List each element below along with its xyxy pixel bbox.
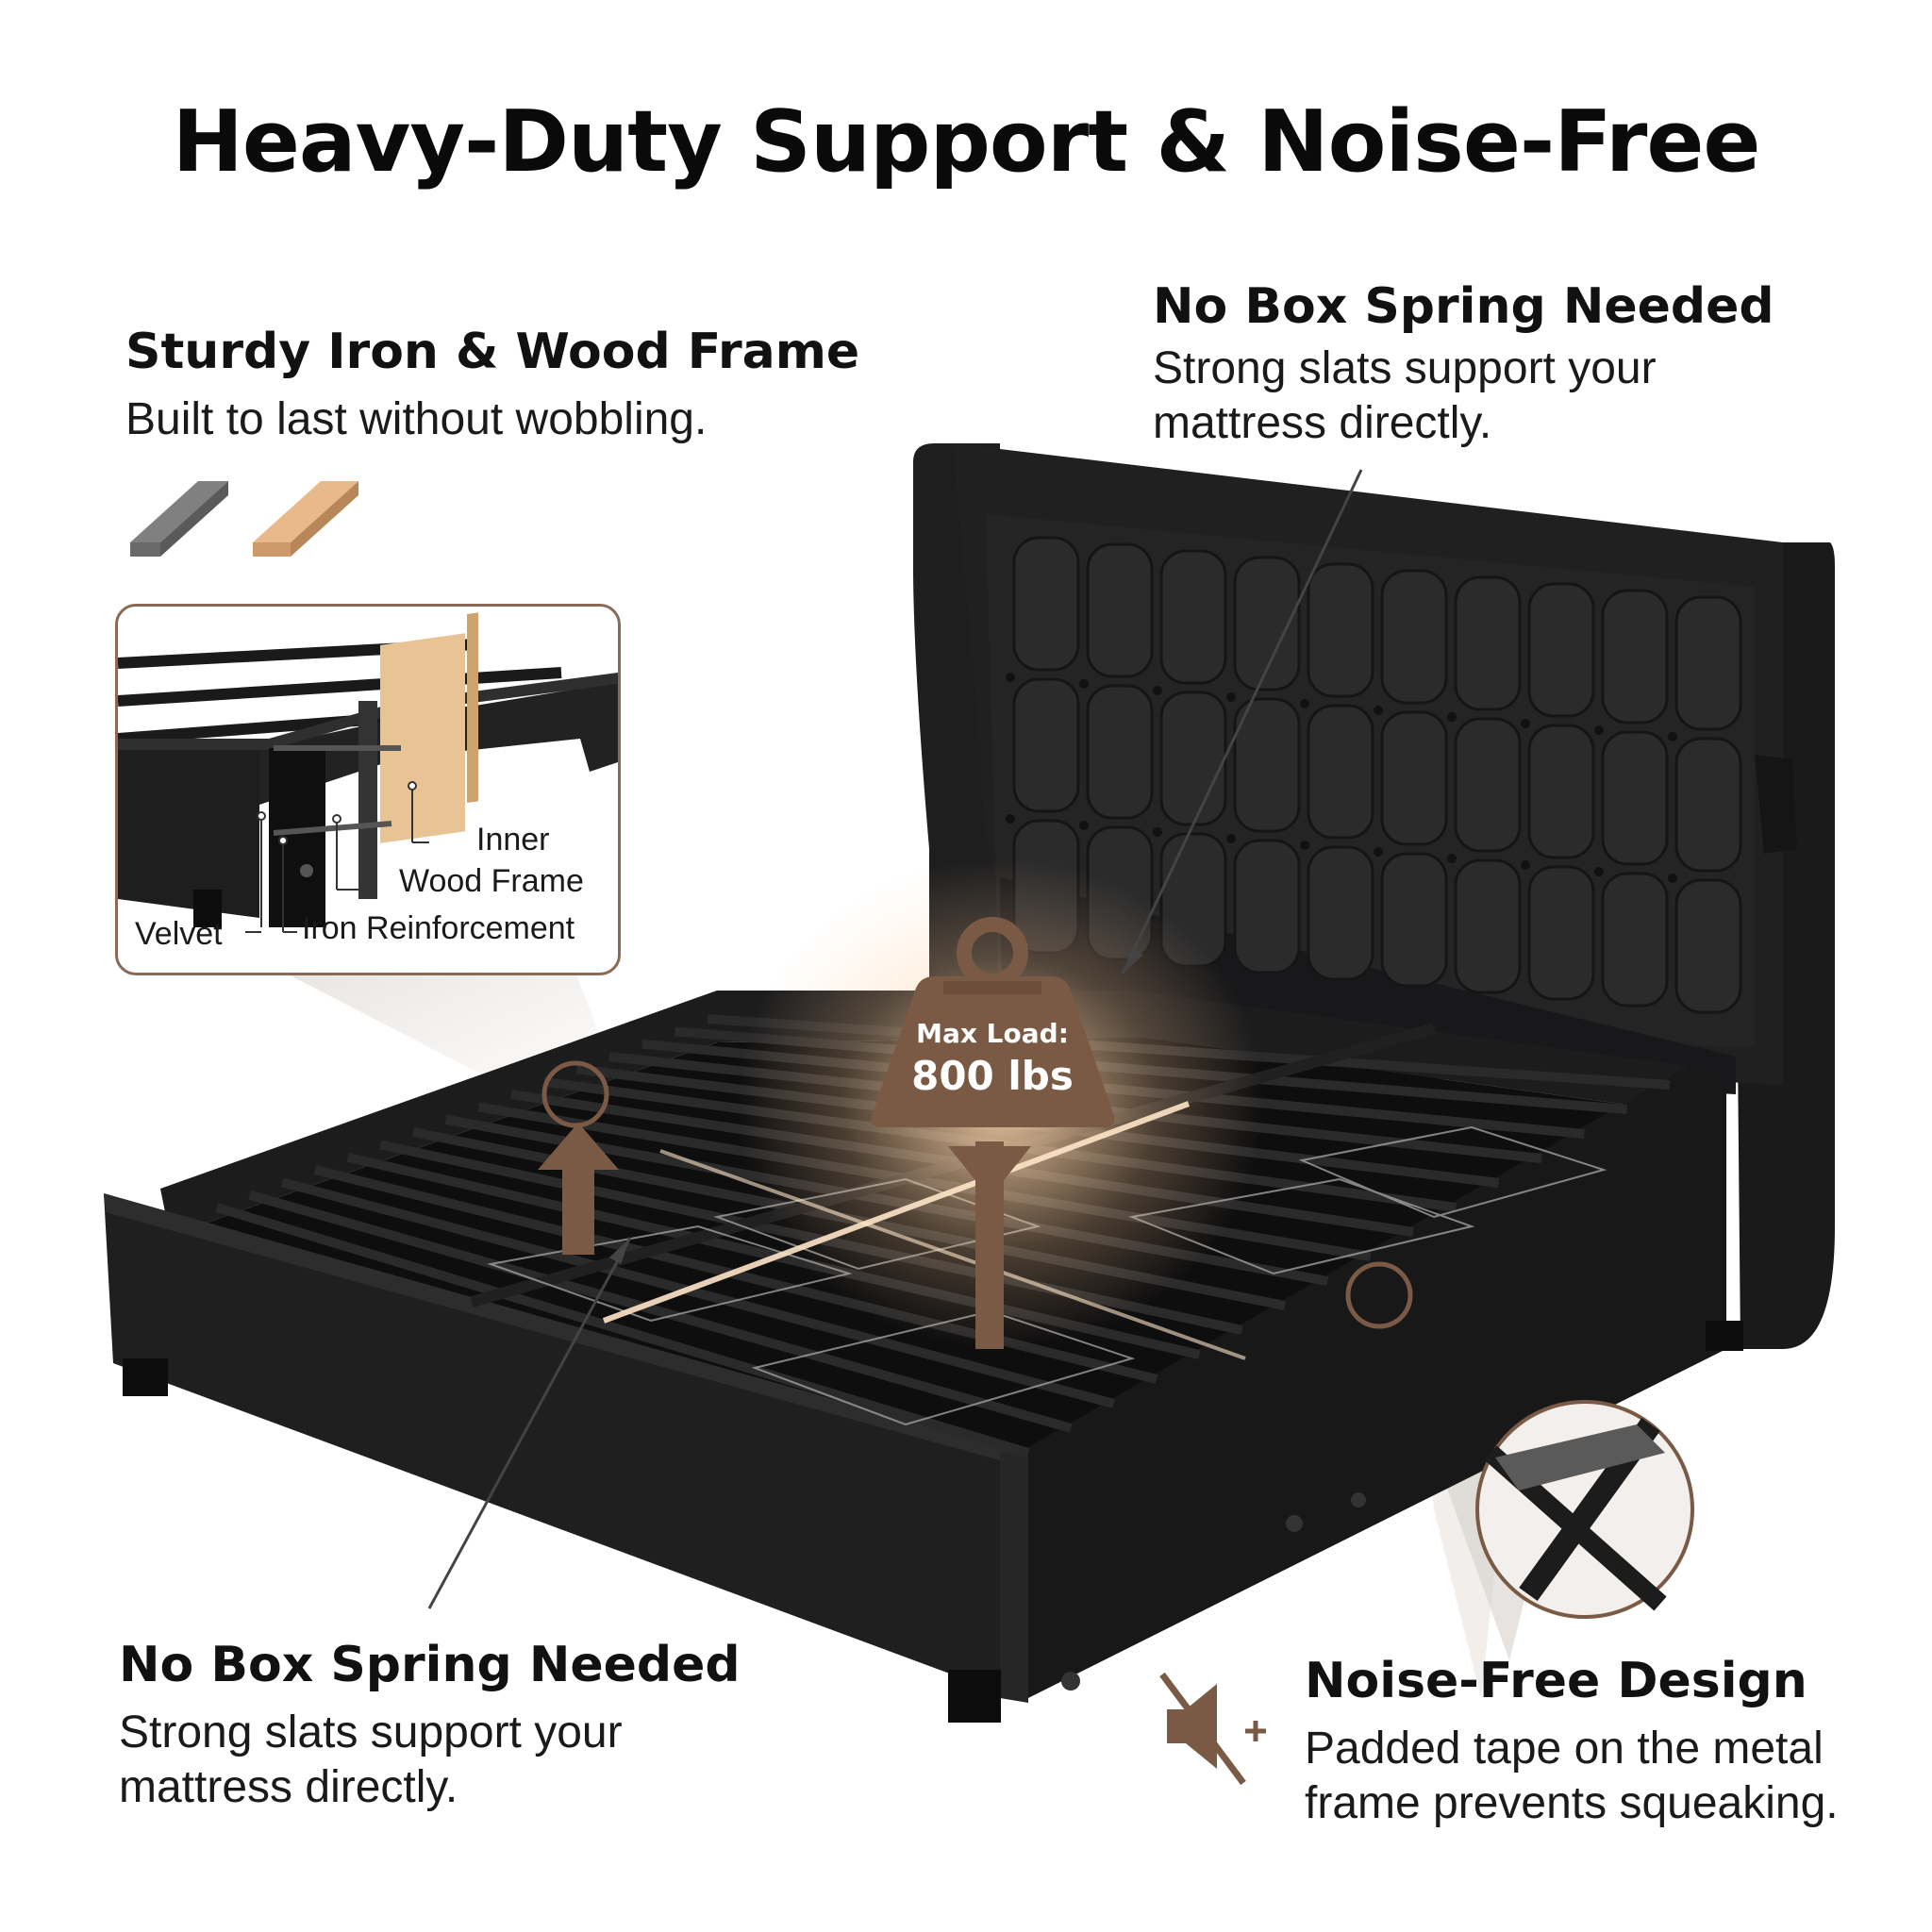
tuft-button bbox=[1521, 860, 1530, 870]
tuft-cushion bbox=[1527, 865, 1595, 1001]
tuft-cushion bbox=[1380, 569, 1448, 705]
tuft-cushion bbox=[1674, 878, 1742, 1014]
tuft-cushion bbox=[1380, 710, 1448, 846]
wood-plank-icon bbox=[253, 481, 358, 557]
page-title: Heavy-Duty Support & Noise-Free bbox=[172, 92, 1761, 192]
tuft-button bbox=[1447, 712, 1457, 722]
load-value: 800 lbs bbox=[911, 1053, 1074, 1099]
tuft-button bbox=[1594, 867, 1604, 876]
tuft-cushion bbox=[1086, 542, 1154, 678]
no-box-bottom-heading: No Box Spring Needed bbox=[119, 1637, 741, 1693]
tuft-button bbox=[1521, 719, 1530, 728]
frame-detail-inset: Inner Wood Frame Velvet Iron Reinforceme… bbox=[115, 604, 621, 975]
tuft-cushion bbox=[1307, 704, 1374, 840]
down-arrow bbox=[948, 1141, 1031, 1349]
weight-icon bbox=[871, 917, 1115, 1127]
noise-heading: Noise-Free Design bbox=[1305, 1653, 1807, 1709]
tuft-cushion bbox=[1307, 562, 1374, 698]
tuft-button bbox=[1079, 679, 1089, 689]
tuft-cushion bbox=[1233, 556, 1301, 691]
tuft-button bbox=[1006, 673, 1015, 682]
tuft-cushion bbox=[1601, 730, 1669, 866]
tuft-button bbox=[1668, 874, 1677, 883]
iron-bar-icon bbox=[130, 481, 228, 557]
frame-text: Built to last without wobbling. bbox=[125, 394, 708, 444]
frame-heading: Sturdy Iron & Wood Frame bbox=[125, 324, 860, 380]
tuft-cushion bbox=[1601, 872, 1669, 1008]
load-label: Max Load: bbox=[916, 1018, 1069, 1049]
label-iron: Iron Reinforcement bbox=[302, 910, 575, 946]
tuft-button bbox=[1374, 706, 1383, 715]
slat bbox=[248, 1190, 1073, 1433]
tuft-button bbox=[1079, 821, 1089, 830]
tuft-cushion bbox=[1454, 575, 1522, 711]
no-box-top-line1: Strong slats support your bbox=[1153, 343, 1657, 393]
tuft-button bbox=[1447, 854, 1457, 863]
label-wood-frame: Wood Frame bbox=[399, 863, 584, 899]
up-arrow bbox=[538, 1123, 619, 1255]
tuft-button bbox=[1153, 686, 1162, 695]
noise-free-detail bbox=[1475, 1400, 1694, 1619]
tuft-button bbox=[1668, 732, 1677, 741]
tuft-cushion bbox=[1454, 858, 1522, 994]
tuft-cushion bbox=[1601, 589, 1669, 724]
tuft-cushion bbox=[1233, 697, 1301, 833]
tuft-button bbox=[1226, 834, 1236, 843]
tuft-cushion bbox=[1159, 549, 1227, 685]
frame-cross-section bbox=[118, 612, 618, 933]
no-box-top-heading: No Box Spring Needed bbox=[1153, 278, 1774, 335]
tuft-cushion bbox=[1012, 536, 1080, 672]
tuft-cushion bbox=[1307, 845, 1374, 981]
tuft-button bbox=[1006, 814, 1015, 824]
label-inner: Inner bbox=[476, 822, 550, 858]
tuft-button bbox=[1300, 841, 1309, 850]
slat bbox=[281, 1177, 1115, 1408]
tuft-cushion bbox=[1086, 684, 1154, 820]
tuft-cushion bbox=[1527, 582, 1595, 718]
tuft-button bbox=[1300, 699, 1309, 708]
mute-icon bbox=[1159, 1672, 1266, 1786]
tuft-button bbox=[1226, 692, 1236, 702]
tuft-cushion bbox=[1527, 724, 1595, 859]
label-velvet: Velvet bbox=[135, 916, 223, 952]
no-box-bottom-line1: Strong slats support your bbox=[119, 1707, 623, 1757]
tuft-cushion bbox=[1012, 677, 1080, 813]
tuft-button bbox=[1153, 827, 1162, 837]
tuft-button bbox=[1374, 847, 1383, 857]
tuft-cushion bbox=[1159, 691, 1227, 826]
no-box-top-line2: mattress directly. bbox=[1153, 398, 1492, 448]
tuft-button bbox=[1594, 725, 1604, 735]
tuft-cushion bbox=[1233, 839, 1301, 974]
tuft-cushion bbox=[1380, 852, 1448, 988]
tuft-cushion bbox=[1674, 595, 1742, 731]
tuft-cushion bbox=[1674, 737, 1742, 873]
tuft-cushion bbox=[1454, 717, 1522, 853]
noise-line1: Padded tape on the metal bbox=[1305, 1724, 1824, 1774]
no-box-bottom-line2: mattress directly. bbox=[119, 1762, 458, 1812]
noise-line2: frame prevents squeaking. bbox=[1305, 1778, 1839, 1828]
slat bbox=[215, 1203, 1030, 1457]
